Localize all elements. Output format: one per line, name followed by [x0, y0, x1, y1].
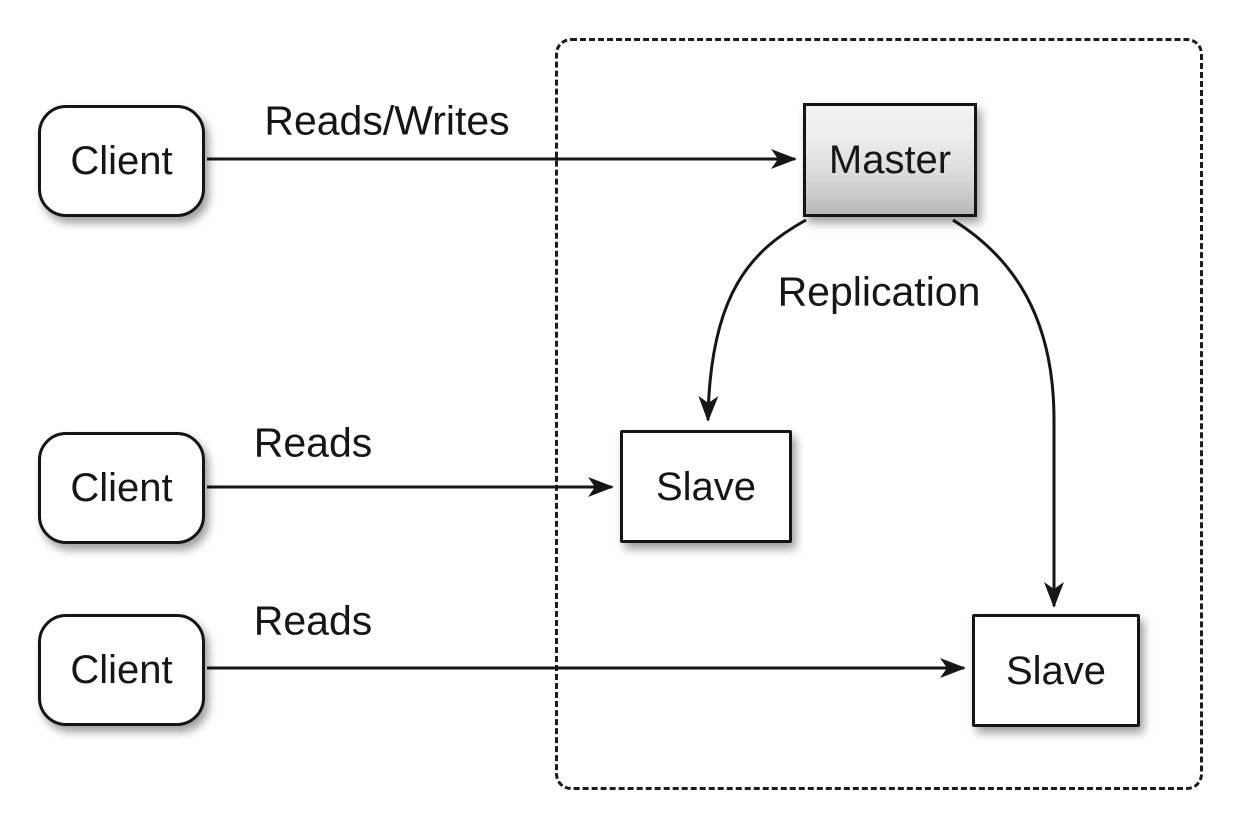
node-client-middle: Client: [38, 432, 205, 544]
node-client-bottom: Client: [38, 614, 205, 726]
replication-arrow-right: [952, 218, 1064, 608]
replication-arrow-left: [698, 218, 807, 422]
node-master-label: Master: [828, 138, 952, 182]
node-client-top-label: Client: [70, 139, 173, 183]
node-slave-bottom: Slave: [972, 614, 1140, 727]
node-slave-bottom-label: Slave: [1005, 648, 1107, 693]
node-slave-middle-label: Slave: [655, 464, 757, 509]
node-master: Master: [803, 103, 977, 217]
edge-label-replication: Replication: [777, 268, 981, 315]
server-group-boundary: [555, 38, 1203, 790]
edge-label-reads-bottom: Reads: [253, 597, 373, 644]
node-client-bottom-label: Client: [70, 648, 173, 692]
edge-label-reads-writes: Reads/Writes: [264, 97, 510, 144]
node-slave-middle: Slave: [620, 430, 792, 543]
node-client-middle-label: Client: [70, 466, 173, 510]
edge-label-reads-middle: Reads: [253, 419, 373, 466]
node-client-top: Client: [38, 105, 205, 217]
